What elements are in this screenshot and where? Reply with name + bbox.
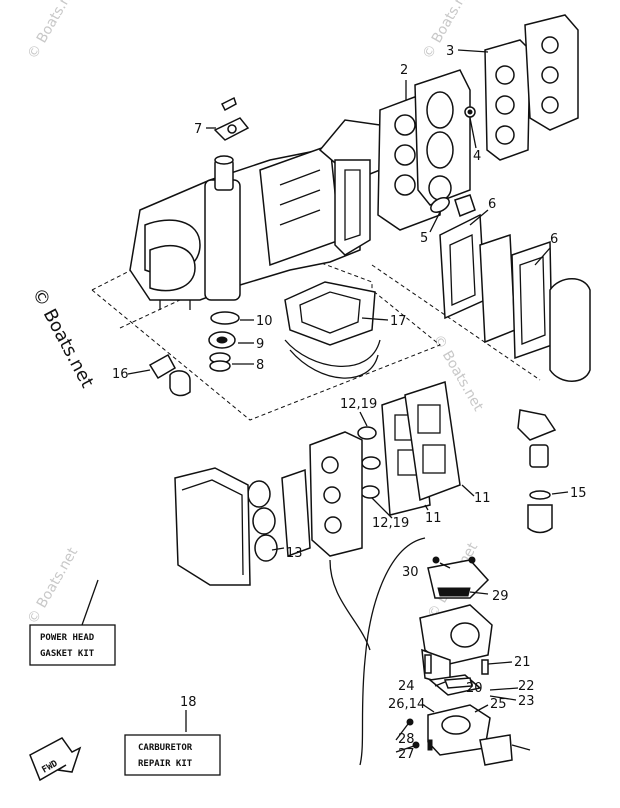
part-label-16: 16 xyxy=(112,367,129,382)
part-label-17: 17 xyxy=(390,314,407,329)
carburetor-repair-kit-box: CARBURETOR REPAIR KIT xyxy=(124,734,221,776)
base-gasket-17 xyxy=(284,281,381,379)
float-chamber-25 xyxy=(427,704,491,756)
fwd-arrow: FWD xyxy=(29,737,82,782)
crankcase-block xyxy=(129,119,381,310)
part-label-24: 24 xyxy=(398,679,415,694)
watermark-top-left: © Boats.net xyxy=(25,0,82,62)
silencer-box xyxy=(174,467,251,586)
part-label-9: 9 xyxy=(256,337,264,352)
part-label-5: 5 xyxy=(420,231,428,246)
watermark-left-side: © Boats.net xyxy=(28,284,98,391)
carb-kit-line1: CARBURETOR xyxy=(138,743,193,753)
watermark-bottom-left: © Boats.net xyxy=(25,545,82,627)
float-bowl-20 xyxy=(428,674,482,696)
part-label-11b: 11 xyxy=(474,491,491,506)
part-label-10: 10 xyxy=(256,314,273,329)
part-label-29: 29 xyxy=(492,589,509,604)
part-label-2: 2 xyxy=(400,63,408,78)
part-label-3: 3 xyxy=(446,44,454,59)
exhaust-gasket-6b xyxy=(511,240,553,360)
leader-lines xyxy=(81,49,569,753)
intake-manifold xyxy=(309,431,363,557)
carb-kit-line2: REPAIR KIT xyxy=(138,759,193,769)
small-parts-21-22 xyxy=(424,654,489,675)
part-label-12-19-a: 12,19 xyxy=(340,397,377,412)
screw-30 xyxy=(432,556,476,564)
part-label-25: 25 xyxy=(490,697,507,712)
cylinder-head xyxy=(414,69,471,206)
part-label-12-19-b: 12,19 xyxy=(372,516,409,531)
part-label-30: 30 xyxy=(402,565,419,580)
gasket-13 xyxy=(247,480,278,562)
oil-seal-9 xyxy=(208,331,236,349)
bearing-8 xyxy=(209,352,231,372)
intake-gasket-plate xyxy=(281,468,311,558)
part-label-6a: 6 xyxy=(488,197,496,212)
elbow-fitting xyxy=(517,409,557,534)
part-label-13: 13 xyxy=(286,546,303,561)
part-label-15: 15 xyxy=(570,486,587,501)
exhaust-cover-plate xyxy=(479,233,516,344)
part-label-11a: 11 xyxy=(425,511,442,526)
fitting-16 xyxy=(148,353,191,397)
drain-screw xyxy=(479,734,531,766)
part-label-21: 21 xyxy=(514,655,531,670)
part-label-28: 28 xyxy=(398,732,415,747)
carburetor-group-bracket xyxy=(359,537,426,766)
part-label-26-14: 26,14 xyxy=(388,697,425,712)
part-label-8: 8 xyxy=(256,358,264,373)
part-label-27: 27 xyxy=(398,747,415,762)
power-head-kit-line2: GASKET KIT xyxy=(40,649,95,659)
part-label-7: 7 xyxy=(194,122,202,137)
carburetor-top-cover-29 xyxy=(427,559,490,599)
part-label-6b: 6 xyxy=(550,232,558,247)
part-label-20: 20 xyxy=(466,681,483,696)
gasket-12-19-upper xyxy=(357,426,381,470)
plug-4 xyxy=(464,106,476,118)
power-head-gasket-kit-box: POWER HEAD GASKET KIT xyxy=(29,624,116,666)
screws-27-28 xyxy=(406,718,433,751)
part-label-18: 18 xyxy=(180,695,197,710)
carburetor-group-bracket-lower xyxy=(329,559,371,651)
exhaust-outer-cover xyxy=(549,278,591,382)
part-label-4: 4 xyxy=(473,149,481,164)
power-head-kit-line1: POWER HEAD xyxy=(40,633,95,643)
reed-plate-11b xyxy=(404,381,461,502)
head-cover-gasket xyxy=(484,14,579,161)
part-label-23: 23 xyxy=(518,694,535,709)
o-ring-10 xyxy=(210,311,240,325)
thermostat-5 xyxy=(430,194,476,217)
gasket-7 xyxy=(213,96,250,141)
gasket-12-19-lower xyxy=(360,485,380,499)
part-label-22: 22 xyxy=(518,679,535,694)
exhaust-gasket-6a xyxy=(439,213,486,320)
